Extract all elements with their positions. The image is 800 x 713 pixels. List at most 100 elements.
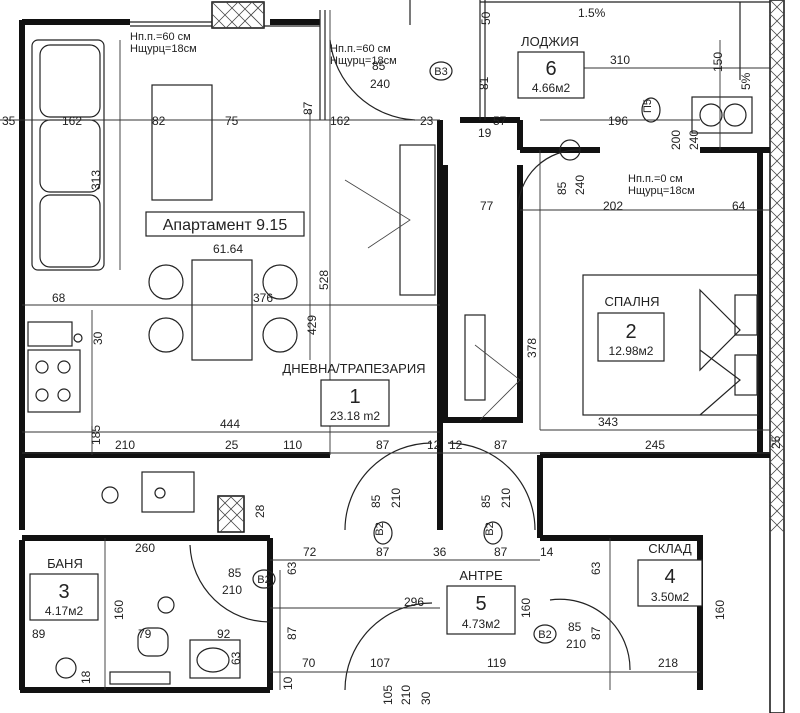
windows [130,0,770,120]
dim: 19 [478,126,492,140]
dim: 200 [669,130,683,150]
dim: 85 [479,494,493,508]
sill-note-mid-2: Нщурц=18см [330,55,397,67]
dim: 25 [225,438,239,452]
dim: 429 [305,315,319,335]
room-number-living: 1 [349,386,360,408]
dim: 160 [112,600,126,620]
room-area-storage: 3.50м2 [651,590,690,604]
dim: 25 [769,435,783,449]
dim: 63 [589,561,603,575]
dim: 185 [89,425,103,445]
dim: 87 [301,101,315,115]
dim: 85 [555,181,569,195]
dim: 81 [477,76,491,90]
dim: 105 [381,685,395,705]
sill-note-mid-1: Нп.п.=60 см [330,43,391,55]
room-number-bedroom: 2 [625,321,636,343]
dim: 10 [281,676,295,690]
door-tag-b2-a: B2 [374,522,386,535]
dim: 18 [79,670,93,684]
dim: 378 [525,338,539,358]
dim: 162 [330,114,350,128]
dim: 160 [519,598,533,618]
bathroom-fixtures [55,596,241,685]
dim: 313 [89,170,103,190]
dim: 63 [285,561,299,575]
coffee-table [151,84,213,201]
room-number-storage: 4 [664,566,675,588]
hatched-column [769,0,785,713]
room-area-bath: 4.17м2 [45,604,84,618]
dim: 50 [479,11,493,25]
dim: 68 [52,291,66,305]
dim: 218 [658,656,678,670]
room-name-bath: БАНЯ [47,556,83,571]
dim: 296 [404,595,424,609]
door-tag-b3: B3 [434,66,447,78]
apartment-title: Апартамент 9.15 [163,217,288,234]
wardrobe-living [399,144,436,296]
dim: 85 [372,59,386,73]
door-tag-p5: П5 [642,99,654,113]
dim: 63 [229,651,243,665]
room-area-hall: 4.73м2 [462,617,501,631]
room-number-hall: 5 [475,593,486,615]
dim: 240 [573,175,587,195]
door-tag-b2-hall: B2 [538,629,551,641]
dim: 260 [135,541,155,555]
dim: 75 [225,114,239,128]
wardrobe-bedroom [464,314,486,401]
dim: 210 [115,438,135,452]
sill-note-left-2: Нщурц=18см [130,43,197,55]
dim: 30 [91,331,105,345]
dim: 87 [285,626,299,640]
room-number-bath: 3 [58,581,69,603]
dim: 30 [419,691,433,705]
slope-right: 5% [739,72,753,90]
dim: 87 [589,626,603,640]
sofa [31,39,105,271]
dim: 82 [152,114,166,128]
dim: 87 [376,438,390,452]
dim: 35 [2,114,16,128]
room-number-loggia: 6 [545,58,556,80]
dim: 162 [62,114,82,128]
dim: 107 [370,656,390,670]
dim: 444 [220,417,240,431]
dim: 57 [493,114,507,128]
dim: 85 [228,566,242,580]
dim: 376 [253,291,273,305]
ac-unit [559,96,753,161]
dim: 245 [645,438,665,452]
slope-top: 1.5% [578,6,606,20]
dim: 28 [253,504,267,518]
dim: 210 [499,488,513,508]
dim: 343 [598,415,618,429]
walls [19,19,770,693]
dining-chairs [148,264,298,353]
sill-note-right-1: Нп.п.=0 см [628,173,683,185]
dim: 85 [568,620,582,634]
dim: 160 [713,600,727,620]
dim: 240 [687,130,701,150]
dim: 12 [427,438,441,452]
dim: 210 [389,488,403,508]
dim: 70 [302,656,316,670]
room-name-hall: АНТРЕ [459,568,503,583]
dim: 150 [711,52,725,72]
dim: 12 [449,438,463,452]
dimension-lines [0,10,770,690]
dim: 202 [603,199,623,213]
dim: 79 [138,627,152,641]
door-tags: B3 П5 B2 B2 B2 B2 [252,61,661,644]
room-name-storage: СКЛАД [648,541,692,556]
dim: 87 [494,438,508,452]
dim: 87 [376,545,390,559]
dim: 196 [608,114,628,128]
sill-note-left-1: Нп.п.=60 см [130,31,191,43]
dim: 72 [303,545,317,559]
dim: 110 [283,438,302,452]
room-name-living: ДНЕВНА/ТРАПЕЗАРИЯ [282,361,425,376]
dim: 210 [399,685,413,705]
